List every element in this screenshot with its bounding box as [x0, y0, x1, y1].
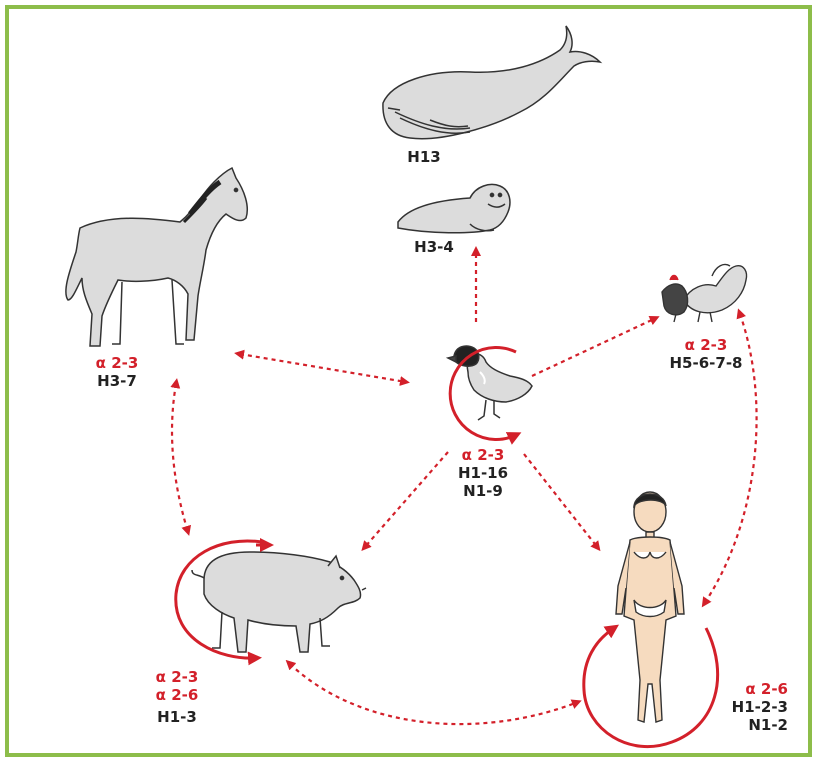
pig-alpha-label-1: α 2-3	[142, 668, 212, 686]
human-alpha-label: α 2-6	[716, 680, 788, 698]
pig-human-arrow	[290, 664, 578, 724]
seal-icon	[398, 185, 510, 233]
duck-chicken-arrow	[532, 318, 656, 376]
human-n-label: N1-2	[716, 716, 788, 734]
duck-n-label: N1-9	[448, 482, 518, 500]
pig-icon	[192, 552, 366, 652]
human-icon	[616, 492, 684, 722]
chicken-h-label: H5-6-7-8	[660, 354, 752, 372]
horse-pig-arrow	[172, 384, 188, 532]
chicken-alpha-label: α 2-3	[660, 336, 752, 354]
duck-icon	[448, 346, 532, 420]
duck-h-label: H1-16	[448, 464, 518, 482]
duck-alpha-label: α 2-3	[448, 446, 518, 464]
human-h-label: H1-2-3	[716, 698, 788, 716]
horse-h-label: H3-7	[82, 372, 152, 390]
duck-pig-arrow	[364, 452, 448, 548]
horse-duck-arrow	[240, 354, 406, 382]
pig-h-label: H1-3	[142, 708, 212, 726]
whale-label: H13	[400, 148, 448, 166]
seal-label: H3-4	[406, 238, 462, 256]
horse-icon	[66, 168, 247, 346]
chicken-icon	[662, 264, 747, 322]
horse-alpha-label: α 2-3	[82, 354, 152, 372]
duck-human-arrow	[524, 454, 598, 548]
whale-icon	[383, 26, 600, 139]
pig-alpha-label-2: α 2-6	[142, 686, 212, 704]
